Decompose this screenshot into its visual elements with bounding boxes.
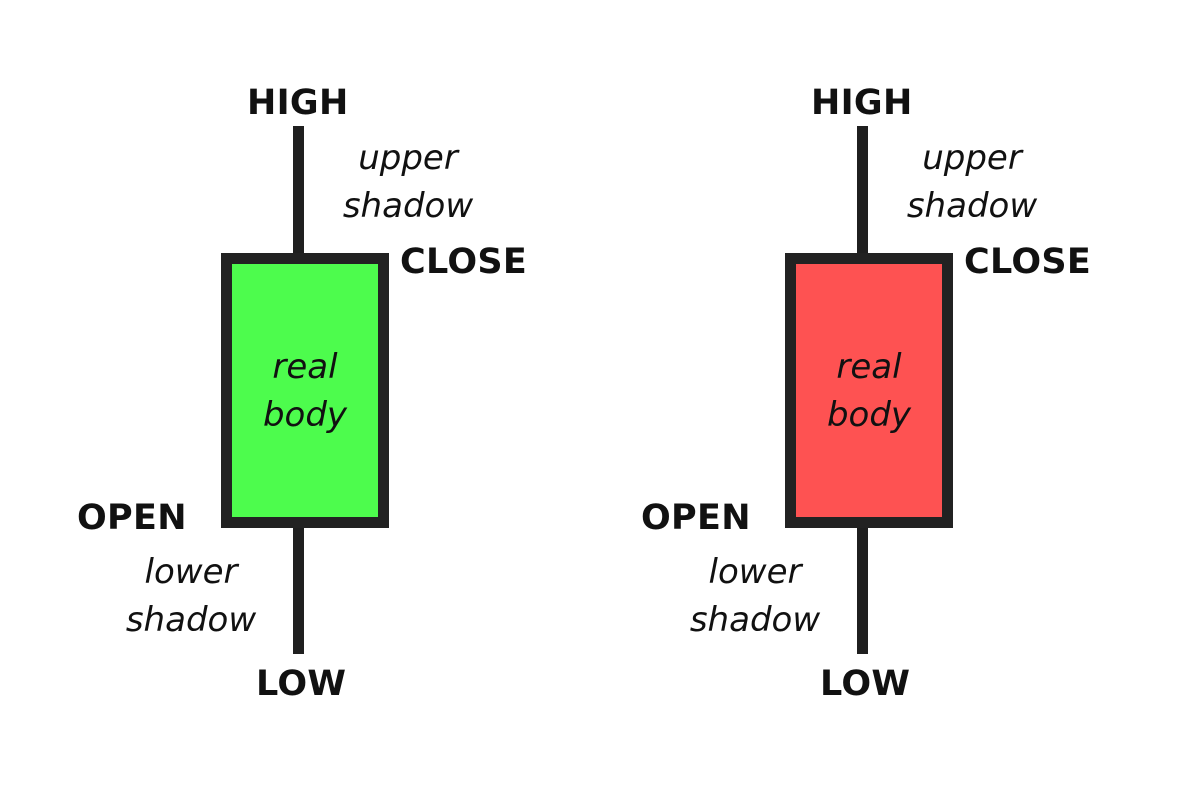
upper-shadow-label: upper shadow	[333, 134, 483, 230]
close-label: CLOSE	[964, 242, 1092, 282]
close-label: CLOSE	[400, 242, 528, 282]
upper-shadow-line2: shadow	[906, 186, 1038, 226]
upper-shadow-line1: upper	[922, 138, 1022, 178]
real-body-rect: real body	[221, 253, 389, 528]
real-body-label-line1: real	[272, 346, 338, 387]
high-label: HIGH	[247, 83, 349, 123]
real-body-label-line2: body	[826, 394, 912, 435]
upper-shadow-label: upper shadow	[897, 134, 1047, 230]
real-body-label: real body	[263, 343, 347, 439]
real-body-label-line2: body	[262, 394, 348, 435]
real-body-label: real body	[827, 343, 911, 439]
lower-shadow-line2: shadow	[125, 600, 257, 640]
low-label: LOW	[256, 664, 347, 704]
lower-shadow-line1: lower	[144, 552, 238, 592]
lower-shadow-label: lower shadow	[113, 548, 269, 644]
real-body-rect: real body	[785, 253, 953, 528]
high-label: HIGH	[811, 83, 913, 123]
lower-wick	[857, 514, 868, 654]
candlestick-bearish: real body HIGH CLOSE OPEN LOW upper shad…	[564, 0, 1161, 792]
upper-wick	[857, 126, 868, 262]
candlestick-bullish: real body HIGH CLOSE OPEN LOW upper shad…	[77, 83, 528, 704]
upper-wick	[293, 126, 304, 262]
lower-wick	[293, 514, 304, 654]
upper-shadow-line1: upper	[358, 138, 458, 178]
lower-shadow-line1: lower	[708, 552, 802, 592]
low-label: LOW	[820, 664, 911, 704]
lower-shadow-line2: shadow	[689, 600, 821, 640]
open-label: OPEN	[641, 498, 751, 538]
lower-shadow-label: lower shadow	[677, 548, 833, 644]
upper-shadow-line2: shadow	[342, 186, 474, 226]
real-body-label-line1: real	[836, 346, 902, 387]
open-label: OPEN	[77, 498, 187, 538]
